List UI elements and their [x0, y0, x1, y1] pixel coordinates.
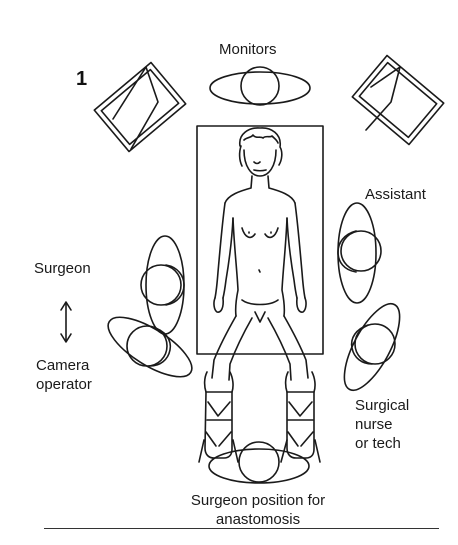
label-camera-operator-line-1: Camera [36, 356, 92, 375]
person-surgeon-anastomosis [209, 442, 309, 483]
figure-number: 1 [76, 68, 87, 91]
label-surgical-nurse-line-1: Surgical [355, 396, 409, 415]
person-head-of-table [210, 67, 310, 105]
label-surgeon-anastomosis-line-2: anastomosis [148, 510, 368, 529]
monitor-left [94, 63, 185, 152]
label-surgical-nurse-line-3: or tech [355, 434, 409, 453]
stirrup-left [199, 372, 238, 462]
label-surgeon-anastomosis-line-1: Surgeon position for [148, 491, 368, 510]
label-assistant: Assistant [365, 185, 426, 204]
monitor-right [352, 56, 443, 145]
operating-table [197, 126, 323, 354]
double-arrow-icon [61, 302, 71, 342]
person-surgical-nurse [334, 296, 411, 398]
label-surgical-nurse-line-2: nurse [355, 415, 409, 434]
label-monitors: Monitors [219, 40, 277, 59]
patient-figure [214, 128, 306, 322]
person-surgeon [141, 236, 184, 334]
person-assistant [338, 203, 381, 303]
label-surgeon: Surgeon [34, 259, 91, 278]
stirrup-right [281, 372, 320, 462]
label-camera-operator: Camera operator [36, 356, 92, 394]
label-camera-operator-line-2: operator [36, 375, 92, 394]
label-surgeon-anastomosis: Surgeon position for anastomosis [148, 491, 368, 529]
bottom-rule [44, 528, 439, 529]
patient-legs [212, 316, 308, 380]
person-camera-operator [100, 306, 200, 387]
label-surgical-nurse: Surgical nurse or tech [355, 396, 409, 453]
